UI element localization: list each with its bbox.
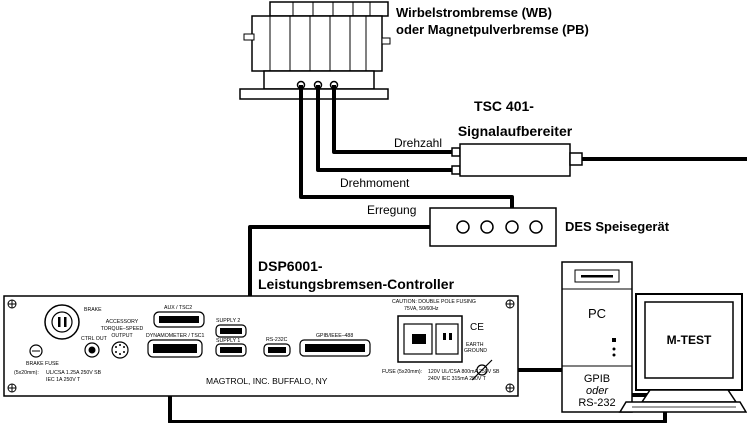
pc-gpib-line2: oder bbox=[586, 385, 609, 397]
brake-fuse-label: BRAKE FUSE bbox=[26, 361, 59, 367]
controller-title-line1: DSP6001- bbox=[258, 258, 323, 274]
accessory-label-line1: ACCESSORY bbox=[106, 319, 139, 325]
brake-fuse-spec-prefix: (5x20mm): bbox=[14, 370, 39, 376]
pc-gpib-line1: GPIB bbox=[584, 373, 610, 385]
cable-speed-label: Drehzahl bbox=[394, 136, 442, 150]
pc-gpib-line3: RS-232 bbox=[578, 397, 615, 409]
earth-label-line2: GROUND bbox=[464, 348, 487, 354]
caution-line1: CAUTION: DOUBLE POLE FUSING bbox=[392, 299, 476, 305]
brake-label-line2: oder Magnetpulverbremse (PB) bbox=[396, 22, 589, 37]
controller-title-line2: Leistungsbremsen-Controller bbox=[258, 276, 455, 292]
fuse-right-line2: 240V IEC 315mA 250V T bbox=[428, 376, 487, 382]
tsc-title-line2: Signalaufbereiter bbox=[458, 123, 573, 139]
brake-fuse-spec-line1: UL/CSA 1.25A 250V SB bbox=[46, 370, 102, 376]
des-unit bbox=[429, 207, 557, 247]
accessory-label-line2: TORQUE–SPEED bbox=[101, 326, 144, 332]
monitor bbox=[618, 293, 747, 413]
earth-label-line1: EARTH bbox=[466, 342, 484, 348]
maker-label: MAGTROL, INC. BUFFALO, NY bbox=[206, 376, 328, 386]
caution-line2: 75VA, 50/60Hz bbox=[404, 306, 439, 312]
rs232c-label: RS-232C bbox=[266, 337, 288, 343]
fuse-right-line1: 120V UL/CSA 800mA 250V SB bbox=[428, 369, 500, 375]
monitor-label: M-TEST bbox=[667, 333, 712, 347]
supply2-label: SUPPLY 2 bbox=[216, 318, 240, 324]
cable-torque-label: Drehmoment bbox=[340, 176, 410, 190]
tsc-unit bbox=[451, 143, 583, 177]
brake-label-line1: Wirbelstrombremse (WB) bbox=[396, 5, 552, 20]
brake-connector-label: BRAKE bbox=[84, 307, 102, 313]
pc-label: PC bbox=[588, 306, 606, 321]
cable-excitation-label: Erregung bbox=[367, 203, 416, 217]
ctrl-out-label: CTRL OUT bbox=[81, 336, 108, 342]
accessory-label-line3: OUTPUT bbox=[111, 333, 133, 339]
brake-fuse-spec-line2: IEC 1A 250V T bbox=[46, 377, 81, 383]
gpib-port-label: GPIB/IEEE–488 bbox=[316, 333, 353, 339]
tsc-title-line1: TSC 401- bbox=[474, 98, 534, 114]
controller-panel bbox=[3, 295, 519, 397]
supply1-label: SUPPLY 1 bbox=[216, 338, 240, 344]
aux-tsc2-label: AUX / TSC2 bbox=[164, 305, 192, 311]
fuse-right-prefix: FUSE (5x20mm): bbox=[382, 369, 422, 375]
ce-mark: CE bbox=[470, 322, 484, 333]
dyno-tsc1-label: DYNAMOMETER / TSC1 bbox=[146, 333, 205, 339]
des-label: DES Speisegerät bbox=[565, 219, 670, 234]
pc-tower bbox=[561, 261, 633, 413]
brake-unit bbox=[239, 1, 391, 100]
